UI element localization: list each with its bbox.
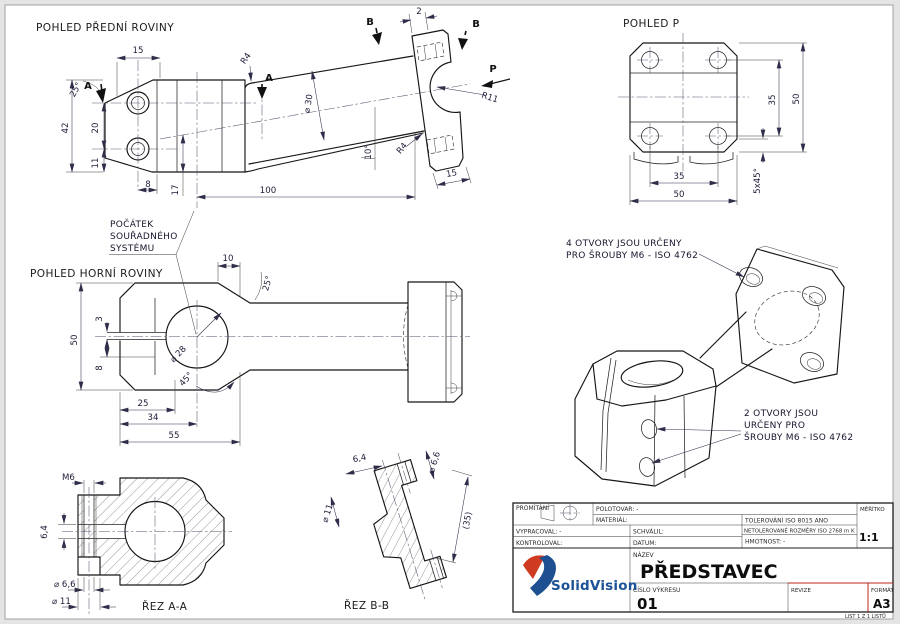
dim-20: 20 [91, 123, 101, 134]
dim-dia66-a: ⌀ 6,6 [54, 580, 76, 590]
title-block: PROMÍTÁNÍ POLOTOVAR: - MATERIÁL: VYPRACO… [512, 502, 894, 620]
dim-ang25-top: 25° [261, 275, 275, 292]
logo-text: SolidVision [551, 578, 638, 594]
iso-note2-line1: 2 OTVORY JSOU [744, 409, 818, 419]
iso-note4-line1: 4 OTVORY JSOU URČENY [566, 237, 682, 249]
logo-blue-swoosh-icon [530, 555, 556, 596]
dim-35-h: 35 [674, 172, 685, 182]
field-polotovar: POLOTOVAR: - [596, 506, 638, 513]
first-angle-projection-icon [540, 504, 580, 522]
dim-dia11-a: ⌀ 11 [52, 597, 71, 607]
svg-text:B: B [366, 17, 374, 28]
top-view-title: POHLED HORNÍ ROVINY [30, 267, 163, 280]
dim-m6: M6 [62, 473, 75, 483]
dim-ang10: 10° [364, 144, 374, 159]
dim-10-top: 10 [223, 254, 234, 264]
section-arrow-a2: A [257, 73, 273, 99]
field-cislo-label: ČÍSLO VÝKRESU [633, 587, 680, 594]
front-view: POHLED PŘEDNÍ ROVINY 15 42 20 [36, 7, 511, 208]
svg-text:A: A [265, 73, 273, 84]
section-b-view: 6,4 ⌀ 6,6 ⌀ 11 (35) ŘEZ B-B [321, 450, 475, 612]
field-meritko-label: MĚŘÍTKO [860, 505, 885, 513]
iso-note2-line3: ŠROUBY M6 - ISO 4762 [744, 431, 853, 443]
dim-35-b: (35) [462, 511, 475, 530]
dim-15-flange: 15 [445, 168, 458, 180]
view-arrow-p: P [481, 64, 511, 88]
dim-11: 11 [91, 158, 101, 169]
dim-15-top: 15 [133, 46, 144, 56]
field-meritko-value: 1:1 [859, 531, 879, 544]
dim-34: 34 [148, 413, 159, 423]
field-format-value: A3 [873, 597, 891, 611]
dim-chamfer: 5x45° [753, 168, 763, 194]
dim-25: 25 [138, 399, 149, 409]
dim-50-v: 50 [792, 94, 802, 105]
dim-17: 17 [171, 185, 181, 196]
dim-2: 2 [416, 7, 421, 17]
label-r11: R11 [480, 91, 499, 106]
top-view: POHLED HORNÍ ROVINY 10 25° 50 3 8 25 34 [30, 254, 470, 446]
dim-8-top: 8 [95, 365, 105, 370]
front-view-title: POHLED PŘEDNÍ ROVINY [36, 21, 174, 34]
section-arrow-b2: B [458, 19, 480, 50]
dim-8: 8 [145, 180, 150, 190]
solidvision-logo: SolidVision [523, 555, 638, 596]
field-hmotnost: HMOTNOST: - [745, 539, 785, 546]
iso-note2-line2: URČENY PRO [744, 419, 805, 431]
field-nazev-label: NÁZEV [633, 552, 654, 559]
dim-42: 42 [61, 123, 71, 134]
field-format-label: FORMÁT [871, 587, 894, 594]
pohled-p-title: POHLED P [623, 18, 680, 30]
dim-35-v: 35 [768, 95, 778, 106]
origin-note-line3: SYSTÉMU [110, 242, 155, 254]
svg-text:P: P [489, 64, 496, 75]
pohled-p-view: POHLED P 35 50 5x45° 35 50 [618, 18, 807, 205]
field-netolerovane: NETOLEROVANÉ ROZMĚRY ISO 2768 m K [744, 527, 855, 535]
dim-dia30: ⌀ 30 [302, 94, 315, 114]
section-a-view: M6 6,4 ⌀ 6,6 ⌀ 11 ŘEZ A-A [40, 473, 232, 614]
field-tolerovani: TOLEROVÁNÍ ISO 8015 ANO [744, 518, 828, 525]
dim-3: 3 [95, 316, 105, 321]
section-a-label: ŘEZ A-A [142, 600, 188, 613]
dim-64-a: 6,4 [40, 525, 50, 539]
section-arrow-b1: B [366, 17, 382, 45]
field-kontroloval: KONTROLOVAL: [516, 540, 562, 547]
field-nazev-value: PŘEDSTAVEC [640, 560, 778, 583]
isometric-view: 4 OTVORY JSOU URČENY PRO ŠROUBY M6 - ISO… [566, 237, 853, 487]
field-revize-label: REVIZE [791, 588, 811, 594]
origin-note-line1: POČÁTEK [110, 218, 154, 230]
section-b-label: ŘEZ B-B [344, 599, 389, 612]
dim-50-top: 50 [70, 335, 80, 346]
dim-100: 100 [260, 186, 276, 196]
logo-red-swoosh-icon [523, 555, 545, 579]
dim-64-b: 6,4 [352, 453, 367, 466]
field-datum: DATUM: [633, 540, 656, 547]
field-promitani: PROMÍTÁNÍ [516, 505, 549, 512]
field-schvalil: SCHVÁLIL: [633, 529, 664, 536]
dim-50-h: 50 [674, 190, 685, 200]
iso-note4-line2: PRO ŠROUBY M6 - ISO 4762 [566, 249, 698, 261]
svg-text:A: A [84, 81, 92, 92]
field-material: MATERIÁL: [596, 517, 628, 524]
field-vypracoval: VYPRACOVAL: - [516, 529, 561, 536]
field-cislo-value: 01 [637, 595, 658, 613]
dim-55: 55 [169, 431, 180, 441]
origin-note-line2: SOUŘADNÉHO [110, 230, 178, 242]
section-arrow-a1: A [84, 81, 106, 103]
origin-note: POČÁTEK SOUŘADNÉHO SYSTÉMU [109, 210, 197, 335]
field-list-info: LIST 1 Z 1 LISTŮ [845, 613, 886, 620]
svg-text:B: B [472, 19, 480, 30]
